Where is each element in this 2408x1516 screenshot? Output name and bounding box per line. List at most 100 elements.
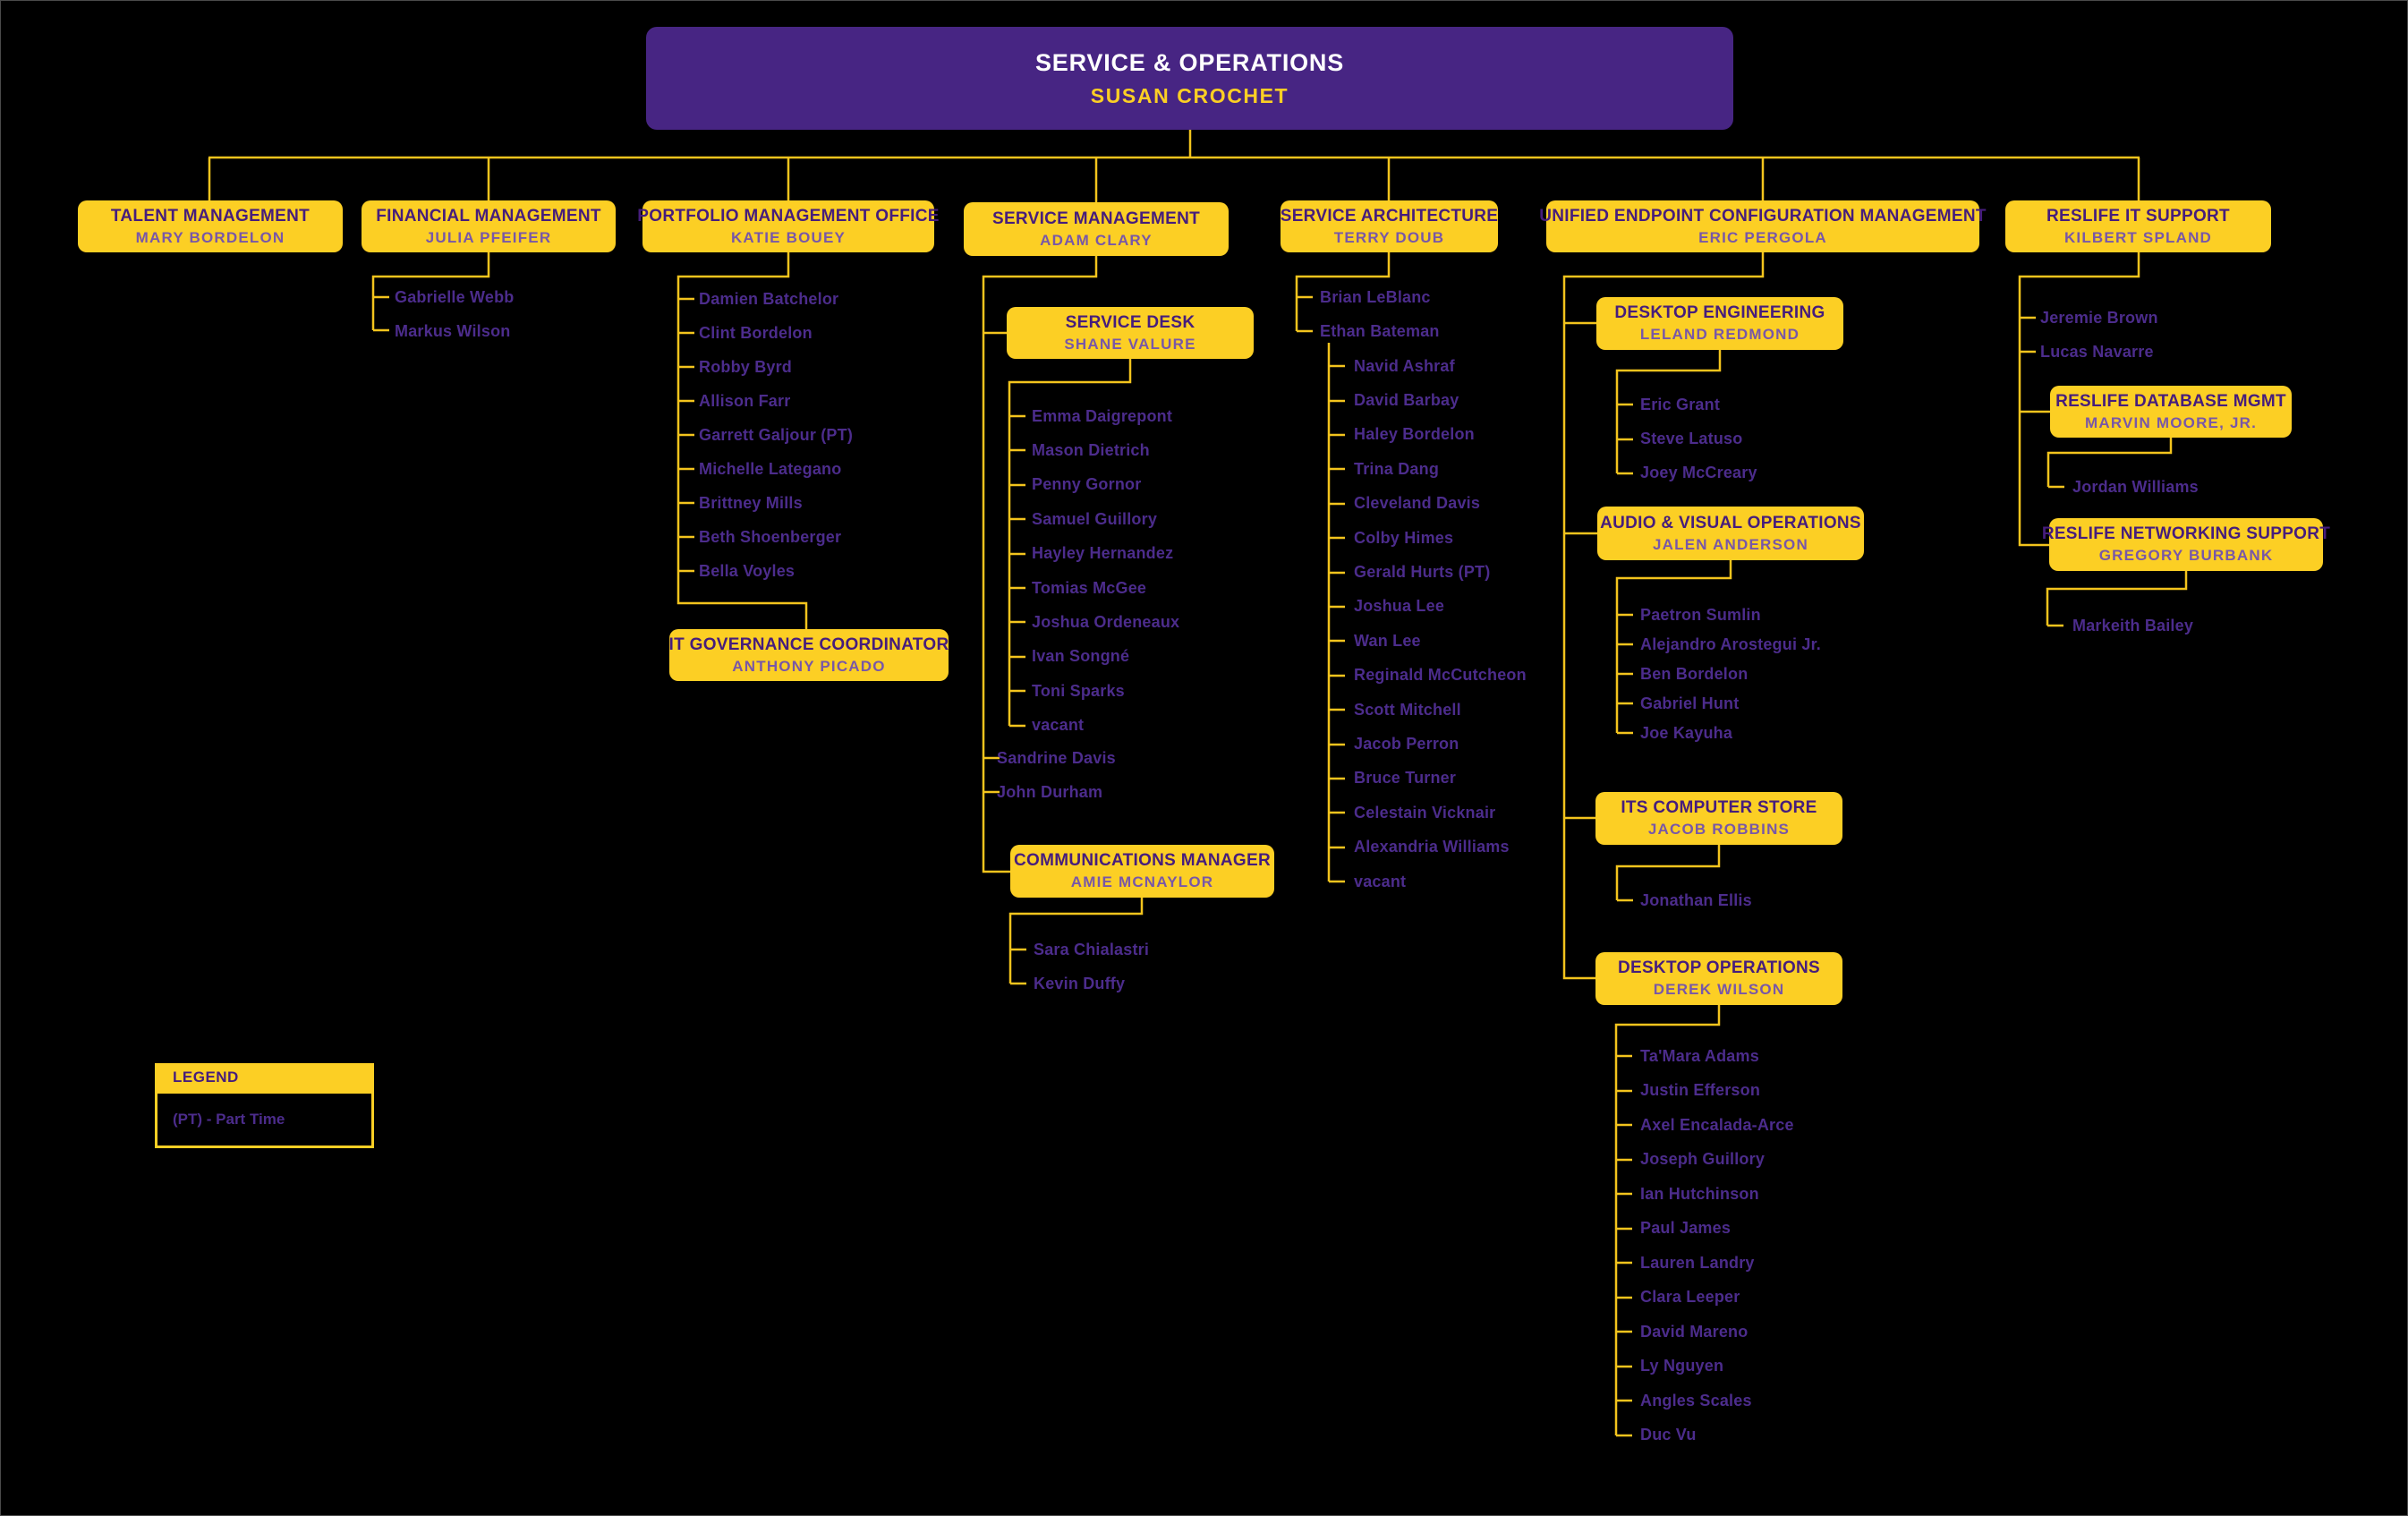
legend-title: LEGEND xyxy=(173,1068,239,1086)
member-name: Paul James xyxy=(1640,1219,1732,1238)
root-title: SERVICE & OPERATIONS xyxy=(1034,48,1345,76)
sub-box-desktop-operations: DESKTOP OPERATIONS DEREK WILSON xyxy=(1595,952,1842,1005)
root-box-service-operations: SERVICE & OPERATIONS SUSAN CROCHET xyxy=(646,27,1733,130)
member-name: Paetron Sumlin xyxy=(1640,606,1761,624)
member-name: Jordan Williams xyxy=(2072,477,2199,496)
legend-body: (PT) - Part Time xyxy=(155,1091,374,1148)
member-name: Jacob Perron xyxy=(1354,734,1459,753)
member-name: Colby Himes xyxy=(1354,528,1454,547)
box-title: IT GOVERNANCE COORDINATOR xyxy=(668,635,949,654)
box-person-name: ADAM CLARY xyxy=(1040,231,1153,249)
member-name: Gabrielle Webb xyxy=(395,287,515,306)
member-name: Alejandro Arostegui Jr. xyxy=(1640,635,1821,653)
box-person-name: JACOB ROBBINS xyxy=(1647,821,1791,838)
unit-box-financial-management: FINANCIAL MANAGEMENT JULIA PFEIFER xyxy=(362,200,616,252)
member-name: Michelle Lategano xyxy=(699,459,842,478)
member-name: Steve Latuso xyxy=(1640,430,1743,448)
member-name: Ta'Mara Adams xyxy=(1640,1046,1759,1065)
box-title: AUDIO & VISUAL OPERATIONS xyxy=(1600,513,1861,532)
box-title: SERVICE DESK xyxy=(1065,312,1195,332)
sub-box-it-governance-coordinator: IT GOVERNANCE COORDINATOR ANTHONY PICADO xyxy=(669,629,949,681)
member-name: John Durham xyxy=(997,782,1103,801)
member-name: David Mareno xyxy=(1640,1322,1749,1341)
member-name: Sara Chialastri xyxy=(1034,940,1150,958)
member-name: Gabriel Hunt xyxy=(1640,694,1740,712)
box-person-name: JULIA PFEIFER xyxy=(425,228,552,246)
sub-box-reslife-networking-support: RESLIFE NETWORKING SUPPORT GREGORY BURBA… xyxy=(2042,518,2330,571)
box-person-name: LELAND REDMOND xyxy=(1639,326,1800,343)
box-title: SERVICE MANAGEMENT xyxy=(991,209,1201,228)
member-name: Robby Byrd xyxy=(699,357,793,376)
box-title: RESLIFE IT SUPPORT xyxy=(2046,206,2230,226)
member-name: Celestain Vicknair xyxy=(1354,803,1496,822)
box-person-name: AMIE MCNAYLOR xyxy=(1070,873,1214,890)
unit-box-portfolio-management-office: PORTFOLIO MANAGEMENT OFFICE KATIE BOUEY xyxy=(637,200,939,252)
member-name: Haley Bordelon xyxy=(1354,425,1475,444)
member-name: Axel Encalada-Arce xyxy=(1640,1115,1794,1134)
member-name: Sandrine Davis xyxy=(997,748,1116,767)
member-name: Tomias McGee xyxy=(1032,578,1147,597)
box-person-name: ERIC PERGOLA xyxy=(1698,228,1827,246)
box-person-name: DEREK WILSON xyxy=(1653,981,1785,998)
member-name: Markeith Bailey xyxy=(2072,616,2194,635)
member-name: Joey McCreary xyxy=(1640,464,1757,482)
unit-box-service-management: SERVICE MANAGEMENT ADAM CLARY xyxy=(964,202,1229,256)
member-name: Reginald McCutcheon xyxy=(1354,666,1527,685)
member-name: Gerald Hurts (PT) xyxy=(1354,563,1491,582)
box-person-name: TERRY DOUB xyxy=(1333,228,1445,246)
box-title: PORTFOLIO MANAGEMENT OFFICE xyxy=(637,206,940,226)
member-list-reslife-networking-support: Markeith Bailey xyxy=(2072,609,2193,643)
unit-box-unified-endpoint-configuration-management: UNIFIED ENDPOINT CONFIGURATION MANAGEMEN… xyxy=(1539,200,1987,252)
member-name: Damien Batchelor xyxy=(699,289,839,308)
member-name: Ian Hutchinson xyxy=(1640,1184,1759,1203)
box-person-name: KILBERT SPLAND xyxy=(2063,228,2213,246)
member-name: Kevin Duffy xyxy=(1034,974,1126,992)
box-title: SERVICE ARCHITECTURE xyxy=(1280,206,1499,226)
sub-box-reslife-database-mgmt: RESLIFE DATABASE MGMT MARVIN MOORE, JR. xyxy=(2050,386,2292,438)
member-name: Markus Wilson xyxy=(395,321,511,340)
member-name: Ethan Bateman xyxy=(1320,321,1440,340)
member-name: Brian LeBlanc xyxy=(1320,287,1431,306)
member-name: Joshua Lee xyxy=(1354,597,1445,616)
box-person-name: GREGORY BURBANK xyxy=(2098,547,2274,564)
unit-box-service-architecture: SERVICE ARCHITECTURE TERRY DOUB xyxy=(1281,200,1498,252)
box-person-name: MARY BORDELON xyxy=(135,228,285,246)
member-name: Hayley Hernandez xyxy=(1032,544,1174,563)
member-name: Bella Voyles xyxy=(699,561,796,580)
member-name: Brittney Mills xyxy=(699,493,803,512)
member-name: Lucas Navarre xyxy=(2040,342,2154,361)
box-title: RESLIFE DATABASE MGMT xyxy=(2055,391,2286,411)
member-name: Angles Scales xyxy=(1640,1391,1752,1410)
member-name: Alexandria Williams xyxy=(1354,838,1510,856)
member-name: Joe Kayuha xyxy=(1640,724,1733,742)
sub-box-service-desk: SERVICE DESK SHANE VALURE xyxy=(1007,307,1254,359)
member-name: Cleveland Davis xyxy=(1354,494,1481,513)
box-title: RESLIFE NETWORKING SUPPORT xyxy=(2041,524,2331,543)
member-name: Scott Mitchell xyxy=(1354,700,1461,719)
root-person-name: SUSAN CROCHET xyxy=(1090,83,1289,107)
member-name: Joshua Ordeneaux xyxy=(1032,613,1180,632)
box-title: DESKTOP OPERATIONS xyxy=(1617,958,1821,977)
box-person-name: KATIE BOUEY xyxy=(730,228,847,246)
sub-box-desktop-engineering: DESKTOP ENGINEERING LELAND REDMOND xyxy=(1596,297,1843,350)
sub-box-its-computer-store: ITS COMPUTER STORE JACOB ROBBINS xyxy=(1595,792,1842,845)
member-name: Penny Gornor xyxy=(1032,475,1142,494)
member-name: Jeremie Brown xyxy=(2040,308,2158,327)
box-person-name: ANTHONY PICADO xyxy=(732,657,886,675)
box-person-name: SHANE VALURE xyxy=(1064,335,1196,353)
member-list-reslife-database-mgmt: Jordan Williams xyxy=(2072,470,2199,504)
member-name: Trina Dang xyxy=(1354,459,1440,478)
box-title: ITS COMPUTER STORE xyxy=(1621,798,1817,817)
box-person-name: MARVIN MOORE, JR. xyxy=(2085,413,2257,431)
